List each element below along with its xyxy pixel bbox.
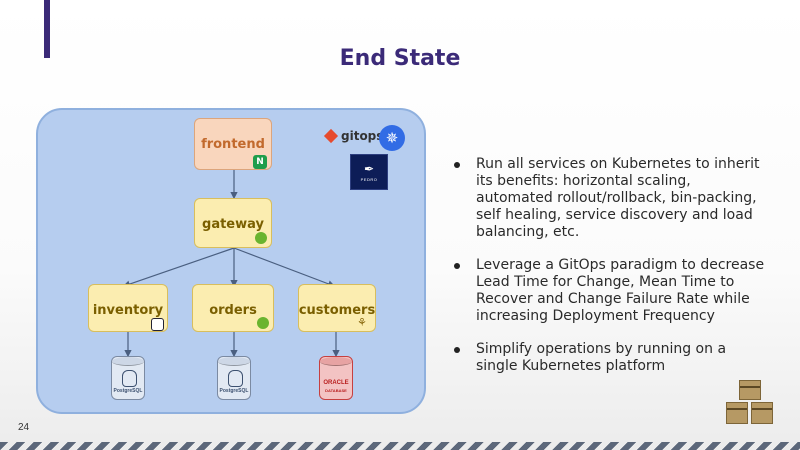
inventory-postgresql-db: PostgreSQL — [111, 356, 145, 400]
gateway-label: gateway — [202, 217, 264, 232]
customers-oracle-db: ORACLE DATABASE — [319, 356, 353, 400]
customers-node: customers ⚘ — [298, 284, 376, 332]
box-shape — [739, 380, 761, 400]
frontend-node: frontend N — [194, 118, 272, 170]
gateway-node: gateway — [194, 198, 272, 248]
edge-gateway-customers — [233, 247, 336, 288]
pedro-logo: ✒ PEDRO — [350, 154, 388, 190]
feather-icon: ✒ — [363, 161, 375, 176]
bullet-item: Run all services on Kubernetes to inheri… — [450, 156, 770, 241]
postgresql-icon — [122, 370, 137, 387]
pedro-label: PEDRO — [360, 176, 378, 182]
inventory-node: inventory — [88, 284, 168, 332]
kubernetes-icon: ✵ — [379, 125, 405, 151]
footer-stripes — [0, 442, 800, 450]
orders-node: orders — [192, 284, 274, 332]
spring-icon — [257, 317, 269, 329]
orders-label: orders — [209, 303, 257, 318]
postgresql-icon — [228, 370, 243, 387]
bullet-text: Leverage a GitOps paradigm to decrease L… — [476, 257, 765, 324]
inventory-db-label: PostgreSQL — [113, 388, 143, 394]
oracle-brand-label: ORACLE — [323, 380, 349, 386]
spring-icon — [255, 232, 267, 244]
bullet-item: Leverage a GitOps paradigm to decrease L… — [450, 257, 770, 325]
bullet-dot — [454, 347, 460, 353]
bullet-dot — [454, 162, 460, 168]
bullet-list: Run all services on Kubernetes to inheri… — [450, 156, 770, 391]
bullet-dot — [454, 263, 460, 269]
gitops-wordmark: gitops — [341, 129, 384, 143]
frontend-label: frontend — [201, 137, 265, 152]
git-icon — [323, 128, 339, 144]
helidon-icon: ⚘ — [357, 316, 367, 329]
orders-postgresql-db: PostgreSQL — [217, 356, 251, 400]
oracle-type-label: DATABASE — [325, 388, 347, 393]
edge-gateway-inventory — [122, 247, 235, 288]
diagram-edges — [122, 170, 340, 358]
nginx-icon: N — [253, 155, 267, 169]
page-number: 24 — [18, 422, 30, 433]
gitops-logo: gitops — [323, 126, 384, 146]
inventory-label: inventory — [92, 303, 164, 318]
box-shape — [751, 402, 773, 424]
box-shape — [726, 402, 748, 424]
bullet-item: Simplify operations by running on a sing… — [450, 341, 770, 375]
quarkus-icon — [151, 318, 164, 331]
bullet-text: Run all services on Kubernetes to inheri… — [476, 156, 760, 240]
title-accent-bar — [44, 0, 50, 58]
slide-title: End State — [339, 46, 461, 71]
bullet-text: Simplify operations by running on a sing… — [476, 341, 727, 374]
customers-label: customers — [298, 303, 376, 318]
boxes-logo — [726, 380, 774, 426]
orders-db-label: PostgreSQL — [219, 388, 249, 394]
